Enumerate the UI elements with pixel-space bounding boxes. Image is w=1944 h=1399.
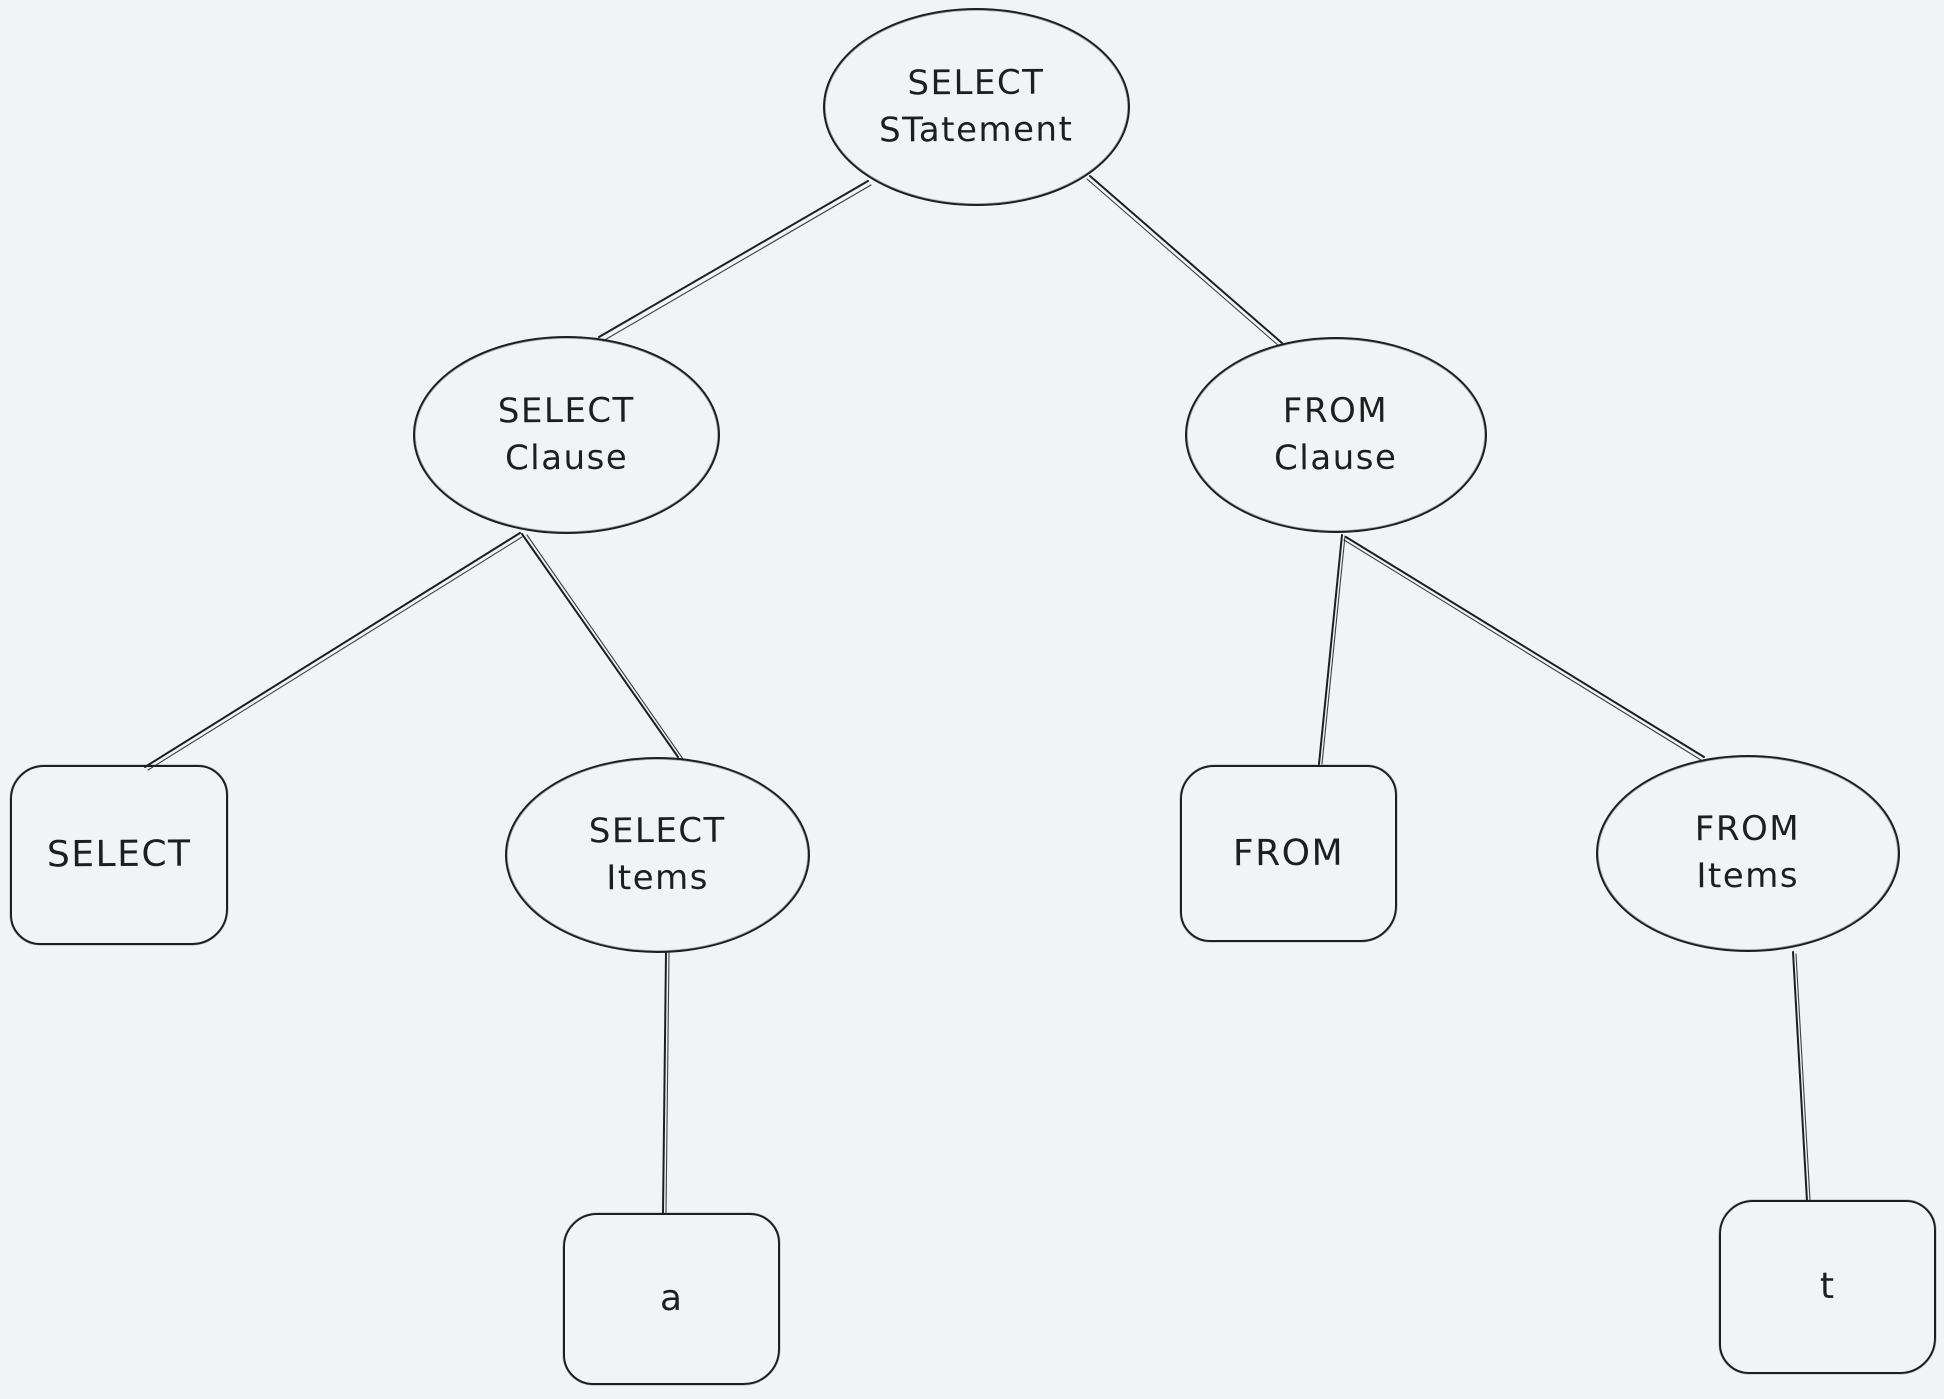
edge-from-clause-to-from-items [1343, 536, 1705, 761]
edge-select-clause-to-select-items [521, 533, 684, 760]
node-select-statement: SELECT STatement [823, 8, 1130, 206]
node-item-t: t [1719, 1200, 1936, 1374]
node-select-items-label: SELECT Items [588, 810, 726, 899]
edge-select-statement-to-select-clause [598, 180, 872, 342]
edge-select-clause-to-select-keyword [144, 532, 523, 771]
node-select-keyword: SELECT [10, 765, 228, 945]
node-from-keyword-label: FROM [1232, 832, 1345, 875]
edge-from-items-to-item-t [1792, 951, 1811, 1202]
node-item-a: a [563, 1213, 780, 1385]
edge-from-clause-to-from-keyword [1318, 534, 1346, 765]
node-select-clause: SELECT Clause [413, 336, 720, 534]
node-select-clause-label: SELECT Clause [497, 390, 635, 479]
node-item-t-label: t [1819, 1266, 1836, 1308]
node-from-keyword: FROM [1180, 765, 1397, 942]
node-select-statement-label: SELECT STatement [879, 62, 1074, 151]
edge-select-statement-to-from-clause [1086, 175, 1283, 347]
edge-select-items-to-item-a [662, 951, 670, 1214]
node-from-items-label: FROM Items [1695, 809, 1801, 897]
node-select-items: SELECT Items [505, 757, 810, 953]
node-from-items: FROM Items [1596, 755, 1900, 952]
node-from-clause-label: FROM Clause [1274, 390, 1398, 479]
node-select-keyword-label: SELECT [46, 833, 192, 876]
node-item-a-label: a [659, 1278, 684, 1320]
node-from-clause: FROM Clause [1185, 337, 1487, 533]
